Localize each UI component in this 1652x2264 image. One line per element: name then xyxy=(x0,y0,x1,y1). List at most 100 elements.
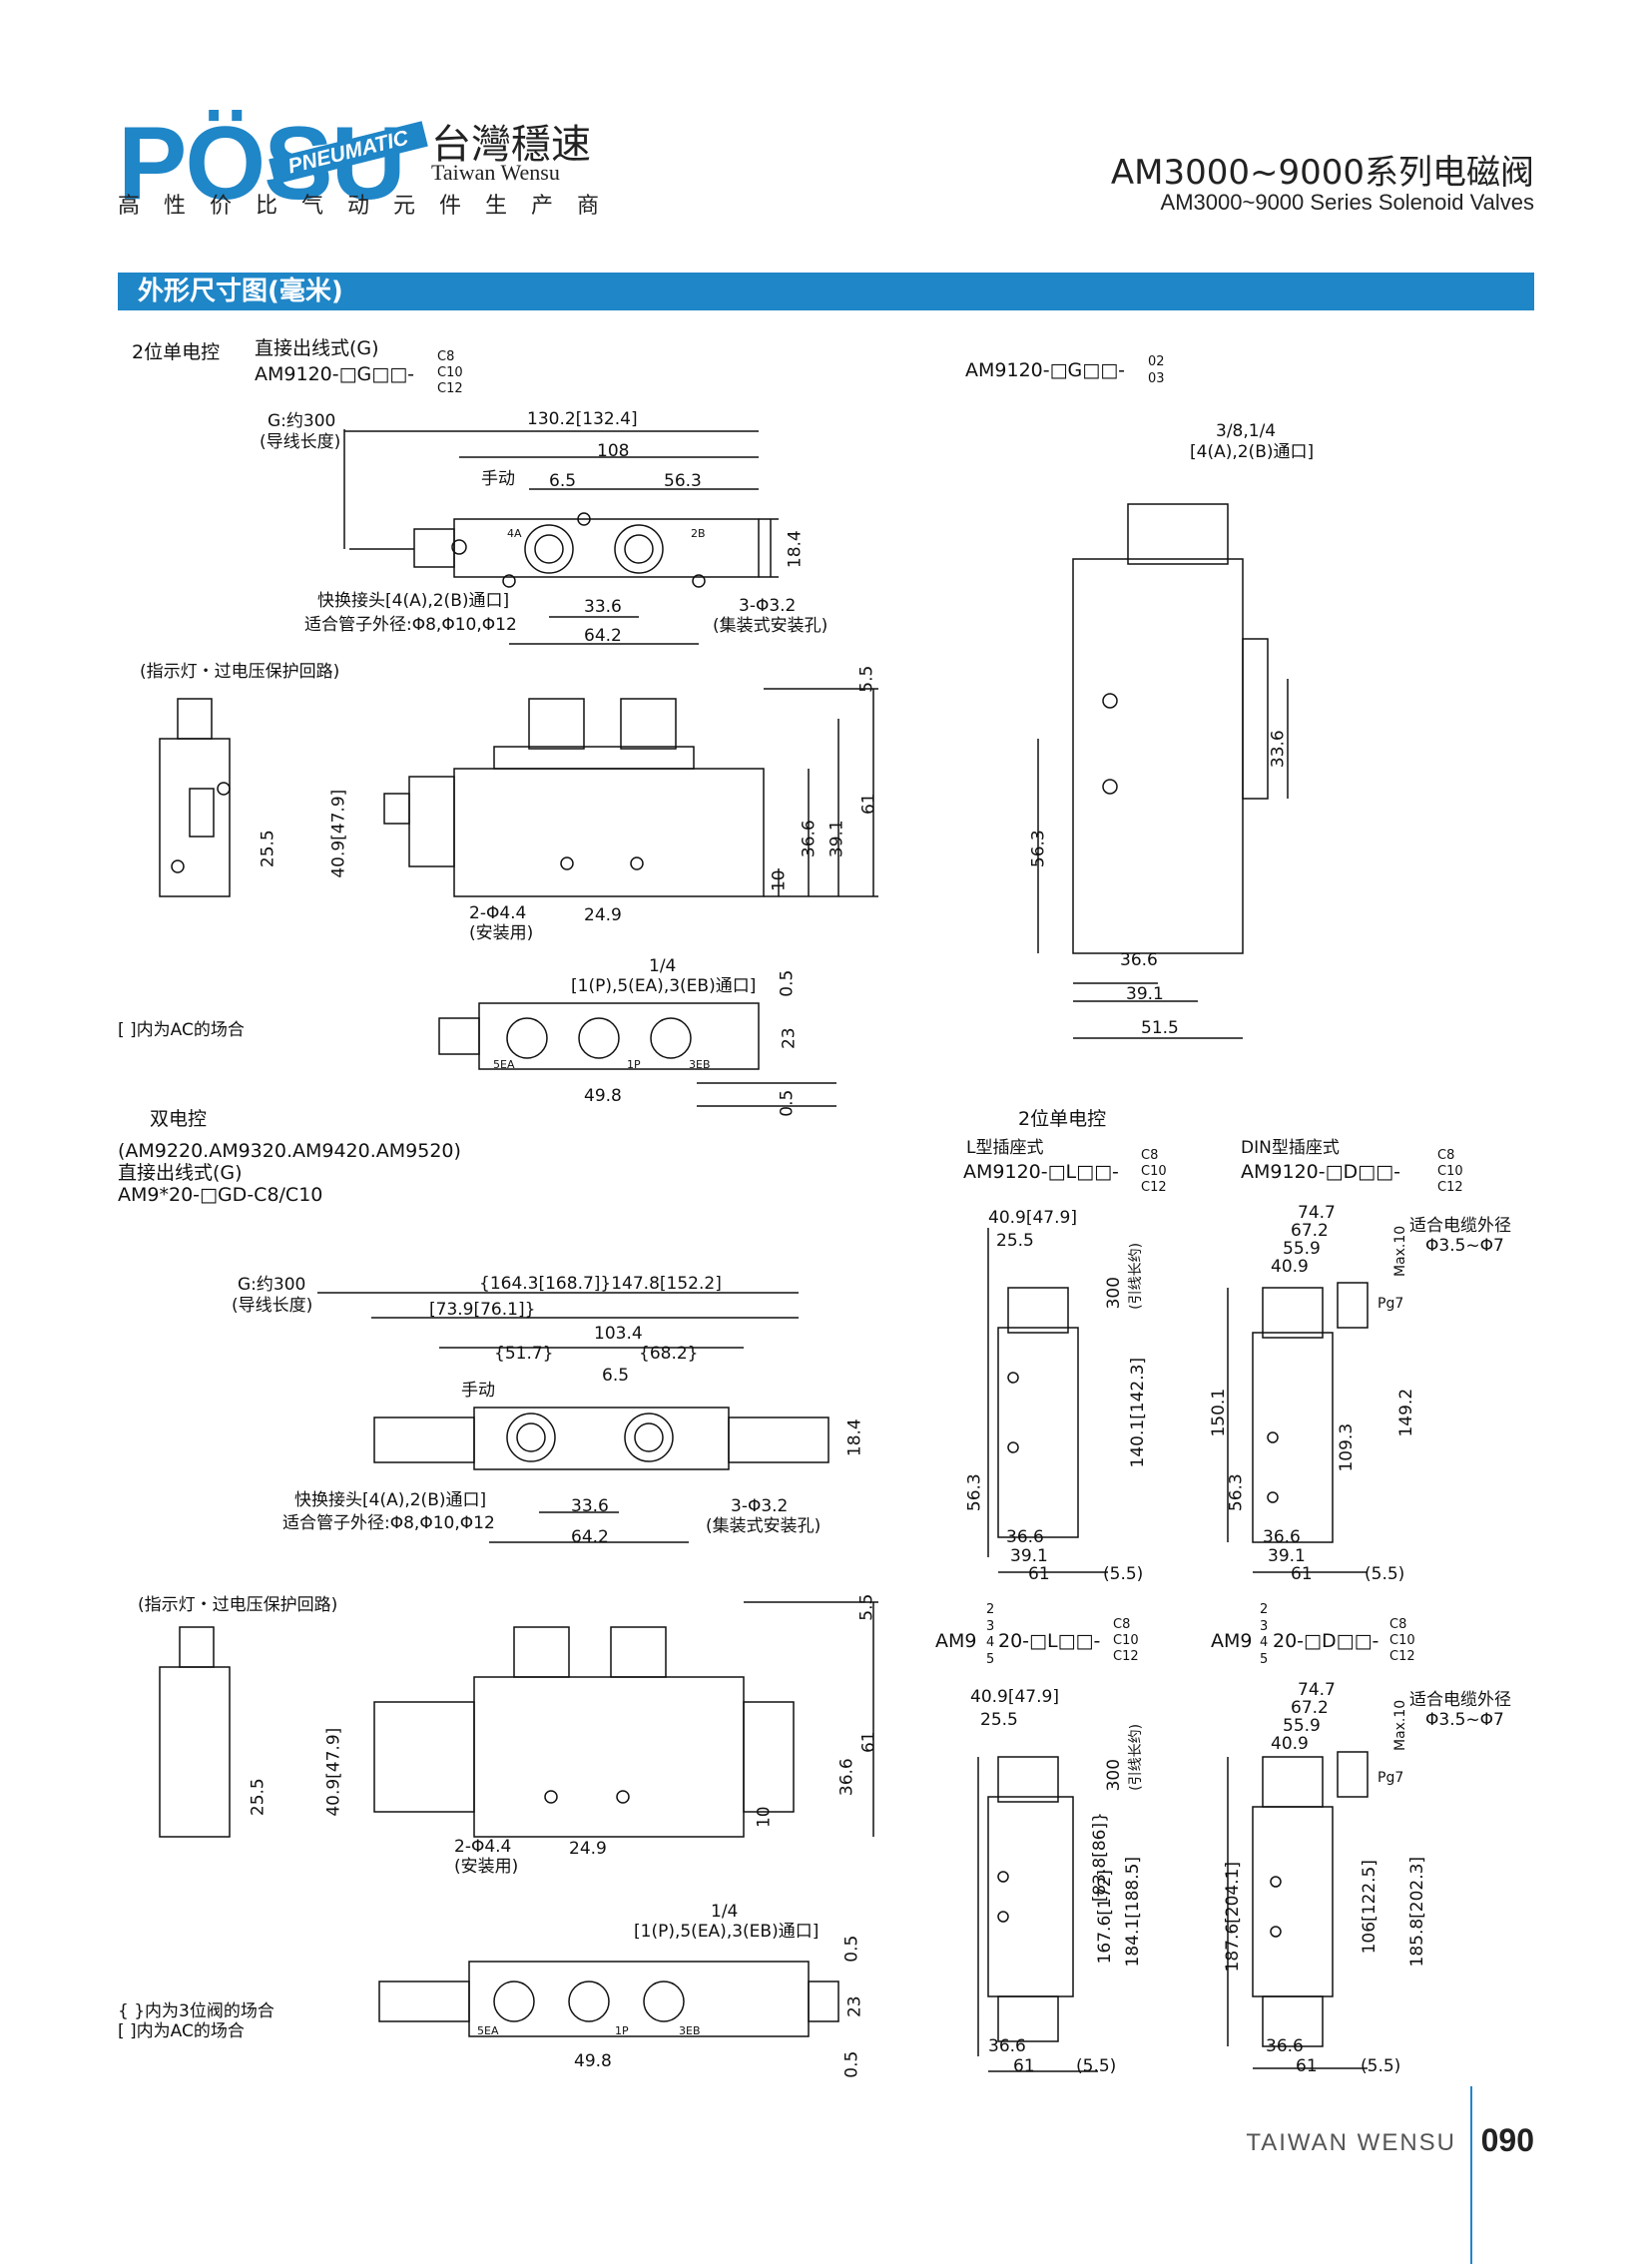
din4-variant-c12: C12 xyxy=(1389,1649,1415,1664)
din4-digit-2: 2 xyxy=(1260,1602,1269,1617)
dim-0-5-top-2: 0.5 xyxy=(841,1935,862,1963)
l4-variant-c8: C8 xyxy=(1113,1617,1131,1632)
din-type-title: DIN型插座式 xyxy=(1241,1138,1340,1158)
l-type-title: L型插座式 xyxy=(966,1138,1044,1158)
din-dim-149-2: 149.2 xyxy=(1396,1388,1417,1437)
side-dim-39-1: 39.1 xyxy=(1126,984,1164,1004)
side-view-small xyxy=(159,698,231,897)
holes-3-label-2: (集装式安装孔) xyxy=(706,1516,822,1536)
dim-40-9: 40.9[47.9] xyxy=(328,789,349,878)
dim-24-9: 24.9 xyxy=(584,905,622,925)
din4-model-post: 20-□D□□- xyxy=(1273,1630,1379,1652)
din4-model-pre: AM9 xyxy=(1211,1630,1253,1652)
l-type-view xyxy=(987,1228,1108,1573)
brand-name-cn: 台灣穩速 xyxy=(431,122,591,168)
variant-c10: C10 xyxy=(437,365,463,380)
din-dim-74-7: 74.7 xyxy=(1298,1203,1336,1223)
top-view-single xyxy=(343,429,779,645)
dim-164: {164.3[168.7]}147.8[152.2] xyxy=(479,1274,722,1294)
dim-0-5-bottom: 0.5 xyxy=(777,1089,798,1117)
manual-label-2: 手动 xyxy=(461,1381,495,1401)
l4-model-pre: AM9 xyxy=(935,1630,977,1652)
mount-holes-2: 2-Φ4.4 xyxy=(454,1837,512,1857)
din-dim-67-2: 67.2 xyxy=(1291,1221,1329,1241)
l4-variant-c10: C10 xyxy=(1113,1633,1139,1648)
port-1p: 1P xyxy=(627,1058,641,1071)
dim-61: 61 xyxy=(858,793,879,816)
port-4a: 4A xyxy=(507,527,522,540)
din-dim-39-1: 39.1 xyxy=(1268,1546,1306,1566)
section2-subtitle: 直接出线式(G) xyxy=(118,1162,243,1184)
port-2b: 2B xyxy=(691,527,706,540)
l-type-double-view xyxy=(977,1756,1098,2072)
din4-pg7: Pg7 xyxy=(1377,1770,1404,1786)
digit-4: 4 xyxy=(986,1635,995,1650)
dim-51-7: {51.7} xyxy=(494,1344,554,1364)
l4-dim-36-6: 36.6 xyxy=(988,2036,1026,2056)
tube-od-label: 适合管子外径:Φ8,Φ10,Φ12 xyxy=(304,615,517,635)
l4-dim-5-5: (5.5) xyxy=(1076,2056,1117,2076)
footer-divider xyxy=(1470,2086,1472,2264)
mount-label-2: (安装用) xyxy=(454,1857,519,1877)
l-dim-140-1: 140.1[142.3] xyxy=(1128,1357,1149,1468)
section-bar xyxy=(118,273,1534,310)
footer-brand: TAIWAN WENSU xyxy=(1246,2129,1456,2156)
page-title-cn: AM3000~9000系列电磁阀 xyxy=(1110,153,1534,193)
l-type-model: AM9120-□L□□- xyxy=(963,1161,1119,1183)
lead-length-2: G:约300 xyxy=(238,1275,306,1295)
dim-64-2: 64.2 xyxy=(584,626,622,646)
din4-dim-67-2: 67.2 xyxy=(1291,1698,1329,1718)
section2-title: 双电控 xyxy=(150,1108,208,1130)
dim-25-5: 25.5 xyxy=(258,830,278,868)
l-dim-5-5: (5.5) xyxy=(1103,1564,1144,1584)
port-spec-2: [1(P),5(EA),3(EB)通口] xyxy=(634,1922,820,1942)
dim-68-2: {68.2} xyxy=(639,1344,699,1364)
lead-length: G:约300 xyxy=(268,411,336,431)
dim-103-4: 103.4 xyxy=(594,1324,643,1344)
l4-variant-c12: C12 xyxy=(1113,1649,1139,1664)
dim-49-8-2: 49.8 xyxy=(574,2051,612,2071)
din-dim-150-1: 150.1 xyxy=(1209,1388,1230,1437)
port-size: 1/4 xyxy=(649,956,677,976)
l4-model-post: 20-□L□□- xyxy=(998,1630,1101,1652)
dim-64-2-2: 64.2 xyxy=(571,1527,609,1547)
l-dim-56-3: 56.3 xyxy=(964,1473,985,1512)
din4-dim-106: 106[122.5] xyxy=(1360,1860,1379,1955)
max-10: Max.10 xyxy=(1392,1225,1409,1278)
quick-joint-label-2: 快换接头[4(A),2(B)通口] xyxy=(294,1490,487,1510)
l4-dim-184-1: 184.1[188.5] xyxy=(1123,1856,1144,1968)
holes-3: 3-Φ3.2 xyxy=(739,596,797,616)
port-spec-side-2: [4(A),2(B)通口] xyxy=(1190,442,1315,462)
dim-5-5-2: 5.5 xyxy=(856,1593,877,1621)
dim-6-5-2: 6.5 xyxy=(602,1366,630,1386)
dim-49-8: 49.8 xyxy=(584,1086,622,1106)
din-dim-55-9: 55.9 xyxy=(1283,1239,1321,1259)
l4-lead: 300 xyxy=(1104,1758,1125,1792)
l-dim-25-5: 25.5 xyxy=(996,1231,1034,1251)
holes-3-2: 3-Φ3.2 xyxy=(731,1496,789,1516)
note-ac: [ ]内为AC的场合 xyxy=(118,1020,245,1040)
din-dim-40-9: 40.9 xyxy=(1271,1257,1309,1277)
dim-18-4: 18.4 xyxy=(785,530,806,569)
bottom-view-double xyxy=(378,1961,839,2037)
din-variant-c10: C10 xyxy=(1437,1164,1463,1179)
dim-23: 23 xyxy=(779,1027,800,1050)
port-size-2: 1/4 xyxy=(711,1902,739,1922)
dim-24-9-2: 24.9 xyxy=(569,1839,607,1859)
side-model: AM9120-□G□□- xyxy=(965,359,1126,381)
mount-label: (安装用) xyxy=(469,923,534,943)
dim-23-2: 23 xyxy=(844,1995,865,2018)
dim-18-4-2: 18.4 xyxy=(844,1418,865,1457)
dim-0-5-top: 0.5 xyxy=(777,969,798,997)
din4-max-10: Max.10 xyxy=(1392,1699,1409,1752)
l-dim-36-6: 36.6 xyxy=(1006,1527,1044,1547)
dim-130: 130.2[132.4] xyxy=(527,409,638,429)
dim-108: 108 xyxy=(597,441,630,461)
brand-name-en: Taiwan Wensu xyxy=(431,160,560,185)
page-number: 090 xyxy=(1480,2122,1534,2158)
din4-cable-range: Φ3.5~Φ7 xyxy=(1425,1710,1504,1730)
note-3-position: { }内为3位阀的场合 xyxy=(118,2001,275,2021)
dim-33-6: 33.6 xyxy=(584,597,622,617)
holes-3-label: (集装式安装孔) xyxy=(713,616,828,636)
